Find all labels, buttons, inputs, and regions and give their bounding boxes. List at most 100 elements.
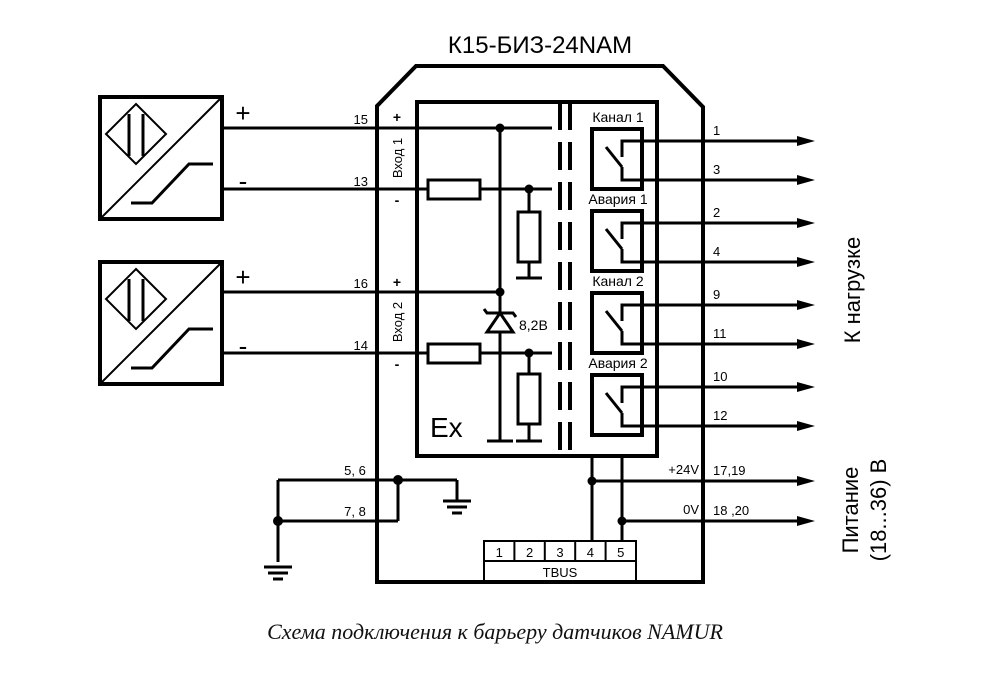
junction-dot: [495, 123, 505, 133]
namur-sensor-1: [98, 95, 224, 221]
terminal-15: 15: [354, 112, 368, 127]
power-label-line2: (18...36) В: [866, 459, 891, 562]
output-terminal: 12: [705, 408, 815, 431]
zener-cathode-bar: [482, 308, 518, 318]
relay-contact-wire: [620, 331, 705, 346]
resistor-input-2-shunt: [516, 372, 542, 426]
output-terminal-number: 9: [713, 287, 720, 302]
arrow-icon: [797, 300, 815, 310]
relay-2: Авария 1: [588, 191, 705, 273]
input-1-plus-sign: +: [393, 109, 401, 125]
relay-contact-wire: [620, 385, 705, 403]
output-terminal: 3: [705, 162, 815, 185]
tbus-pin-3: 3: [556, 545, 563, 560]
device-housing: [375, 64, 705, 584]
relay-contact-icon: [604, 310, 624, 332]
junction-dot: [393, 475, 403, 485]
ground-terminals-top: 5, 6: [344, 463, 366, 478]
namur-sensor-2: [98, 260, 224, 386]
output-terminal-number: 11: [713, 326, 727, 341]
ex-zone-box: [415, 100, 659, 458]
zener-voltage-label: 8,2В: [519, 317, 548, 333]
zener-triangle: [484, 310, 516, 334]
resistor-input-1-series: [426, 178, 482, 201]
zener-diode-icon: [482, 308, 518, 334]
tbus-label: TBUS: [543, 565, 578, 580]
arrow-icon: [797, 382, 815, 392]
arrow-icon: [797, 476, 815, 486]
power-plus-terminals: 17,19: [713, 463, 746, 478]
resistor-input-2-series: [426, 342, 482, 365]
resistor-input-1-shunt: [516, 210, 542, 264]
input-1-label: Вход 1: [390, 138, 405, 178]
terminal-13: 13: [354, 174, 368, 189]
load-label: К нагрузке: [840, 237, 865, 344]
output-terminal-number: 10: [713, 369, 727, 384]
relay-contact-wire: [620, 139, 705, 157]
output-terminal: 11: [705, 326, 815, 349]
power-zero-terminals: 18 ,20: [713, 503, 749, 518]
relay-3: Канал 2: [590, 273, 705, 355]
arrow-icon: [797, 136, 815, 146]
sensor-2-box: [98, 260, 224, 386]
relay-label: Авария 1: [588, 191, 647, 207]
relay-contact-icon: [604, 392, 624, 414]
sensor-2-diagonal: [101, 263, 221, 383]
arrow-icon: [797, 516, 815, 526]
output-terminal: 2: [705, 205, 815, 228]
arrow-icon: [797, 218, 815, 228]
output-terminal-number: 3: [713, 162, 720, 177]
relay-contact-icon: [604, 146, 624, 168]
terminal-16: 16: [354, 276, 368, 291]
relay-label: Канал 1: [592, 109, 644, 125]
sensor-2-plus-sign: +: [235, 262, 250, 292]
arrow-icon: [797, 175, 815, 185]
junction-dot: [495, 287, 505, 297]
power-plus-label: +24V: [668, 462, 699, 477]
terminal-14: 14: [354, 338, 368, 353]
power-label-line1: Питание: [838, 467, 863, 554]
ground-icon: [443, 499, 471, 515]
relay-contact-wire: [620, 167, 705, 182]
tbus-pin-5: 5: [617, 545, 624, 560]
arrow-icon: [797, 421, 815, 431]
output-terminal: 10: [705, 369, 815, 392]
input-1-minus-sign: -: [395, 192, 400, 208]
input-2-minus-sign: -: [395, 356, 400, 372]
relay-4: Авария 2: [588, 355, 705, 437]
sensor-1-minus-sign: -: [239, 166, 248, 196]
input-2-plus-sign: +: [393, 274, 401, 290]
relay-1: Канал 1: [590, 109, 705, 191]
relay-label: Авария 2: [588, 355, 647, 371]
output-terminal: 9: [705, 287, 815, 310]
sensor-1-switch-curve-icon: [131, 162, 213, 205]
relay-contact-wire: [620, 221, 705, 239]
sensor-2-minus-sign: -: [239, 331, 248, 361]
output-terminal-number: 2: [713, 205, 720, 220]
ex-label: Ex: [430, 412, 463, 443]
relay-label: Канал 2: [592, 273, 644, 289]
relay-contact-wire: [620, 413, 705, 428]
relay-contact-icon: [604, 228, 624, 250]
relay-contact-wire: [620, 249, 705, 264]
figure-caption: Схема подключения к барьеру датчиков NAM…: [267, 619, 723, 644]
tbus-pin-1: 1: [496, 545, 503, 560]
output-terminal: 4: [705, 244, 815, 267]
junction-dot: [273, 516, 283, 526]
sensor-2-diamond-icon: [104, 267, 168, 331]
output-terminal-number: 12: [713, 408, 727, 423]
arrow-icon: [797, 257, 815, 267]
arrow-icon: [797, 339, 815, 349]
power-zero-label: 0V: [683, 502, 699, 517]
output-terminal-number: 4: [713, 244, 720, 259]
sensor-2-switch-curve-icon: [131, 327, 213, 370]
ground-icon: [264, 565, 292, 581]
ground-terminals-bottom: 7, 8: [344, 504, 366, 519]
tbus-pin-2: 2: [526, 545, 533, 560]
sensor-1-plus-sign: +: [235, 98, 250, 128]
input-2-label: Вход 2: [390, 302, 405, 342]
sensor-1-diamond-icon: [104, 102, 168, 166]
sensor-1-diagonal: [101, 98, 221, 218]
